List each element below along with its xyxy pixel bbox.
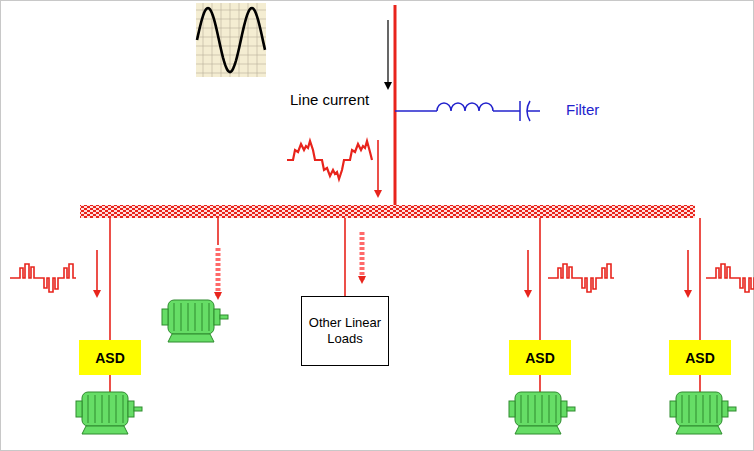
drive-box: ASD bbox=[509, 340, 571, 375]
branch-line bbox=[539, 375, 541, 392]
current-arrow bbox=[687, 250, 689, 296]
node-text: ASD bbox=[685, 350, 715, 366]
node-text: ASD bbox=[525, 350, 555, 366]
current-arrow bbox=[527, 250, 529, 296]
branch-line bbox=[699, 218, 701, 340]
node-text: Other Linear Loads bbox=[306, 315, 384, 348]
drive-box: ASD bbox=[79, 340, 141, 375]
filter-label: Filter bbox=[566, 101, 599, 118]
bus-bar bbox=[80, 205, 695, 218]
branch-line bbox=[109, 375, 111, 392]
signal-label: Line current bbox=[290, 91, 369, 108]
pwm-waveform bbox=[706, 264, 754, 292]
branch-line bbox=[344, 245, 346, 296]
branch-line bbox=[539, 218, 541, 340]
pwm-waveform bbox=[10, 264, 76, 292]
current-arrow bbox=[387, 20, 388, 88]
current-arrow bbox=[96, 250, 98, 296]
dotted-arrow bbox=[360, 232, 365, 282]
feeder-line bbox=[394, 5, 397, 210]
pwm-waveform bbox=[548, 264, 614, 292]
motor bbox=[509, 392, 575, 434]
motor bbox=[162, 300, 228, 342]
distorted-waveform bbox=[287, 141, 372, 179]
node-text: ASD bbox=[95, 350, 125, 366]
motor bbox=[670, 392, 736, 434]
filter-symbol bbox=[395, 101, 540, 121]
branch-line bbox=[699, 375, 701, 392]
branch-line bbox=[344, 218, 346, 245]
branch-line bbox=[109, 218, 111, 340]
load-box: Other Linear Loads bbox=[301, 296, 389, 366]
branch-line bbox=[217, 218, 219, 245]
drive-box: ASD bbox=[669, 340, 731, 375]
motor bbox=[76, 392, 142, 434]
dotted-arrow bbox=[216, 248, 221, 298]
sine-waveform bbox=[196, 3, 266, 77]
current-arrow bbox=[377, 140, 379, 196]
